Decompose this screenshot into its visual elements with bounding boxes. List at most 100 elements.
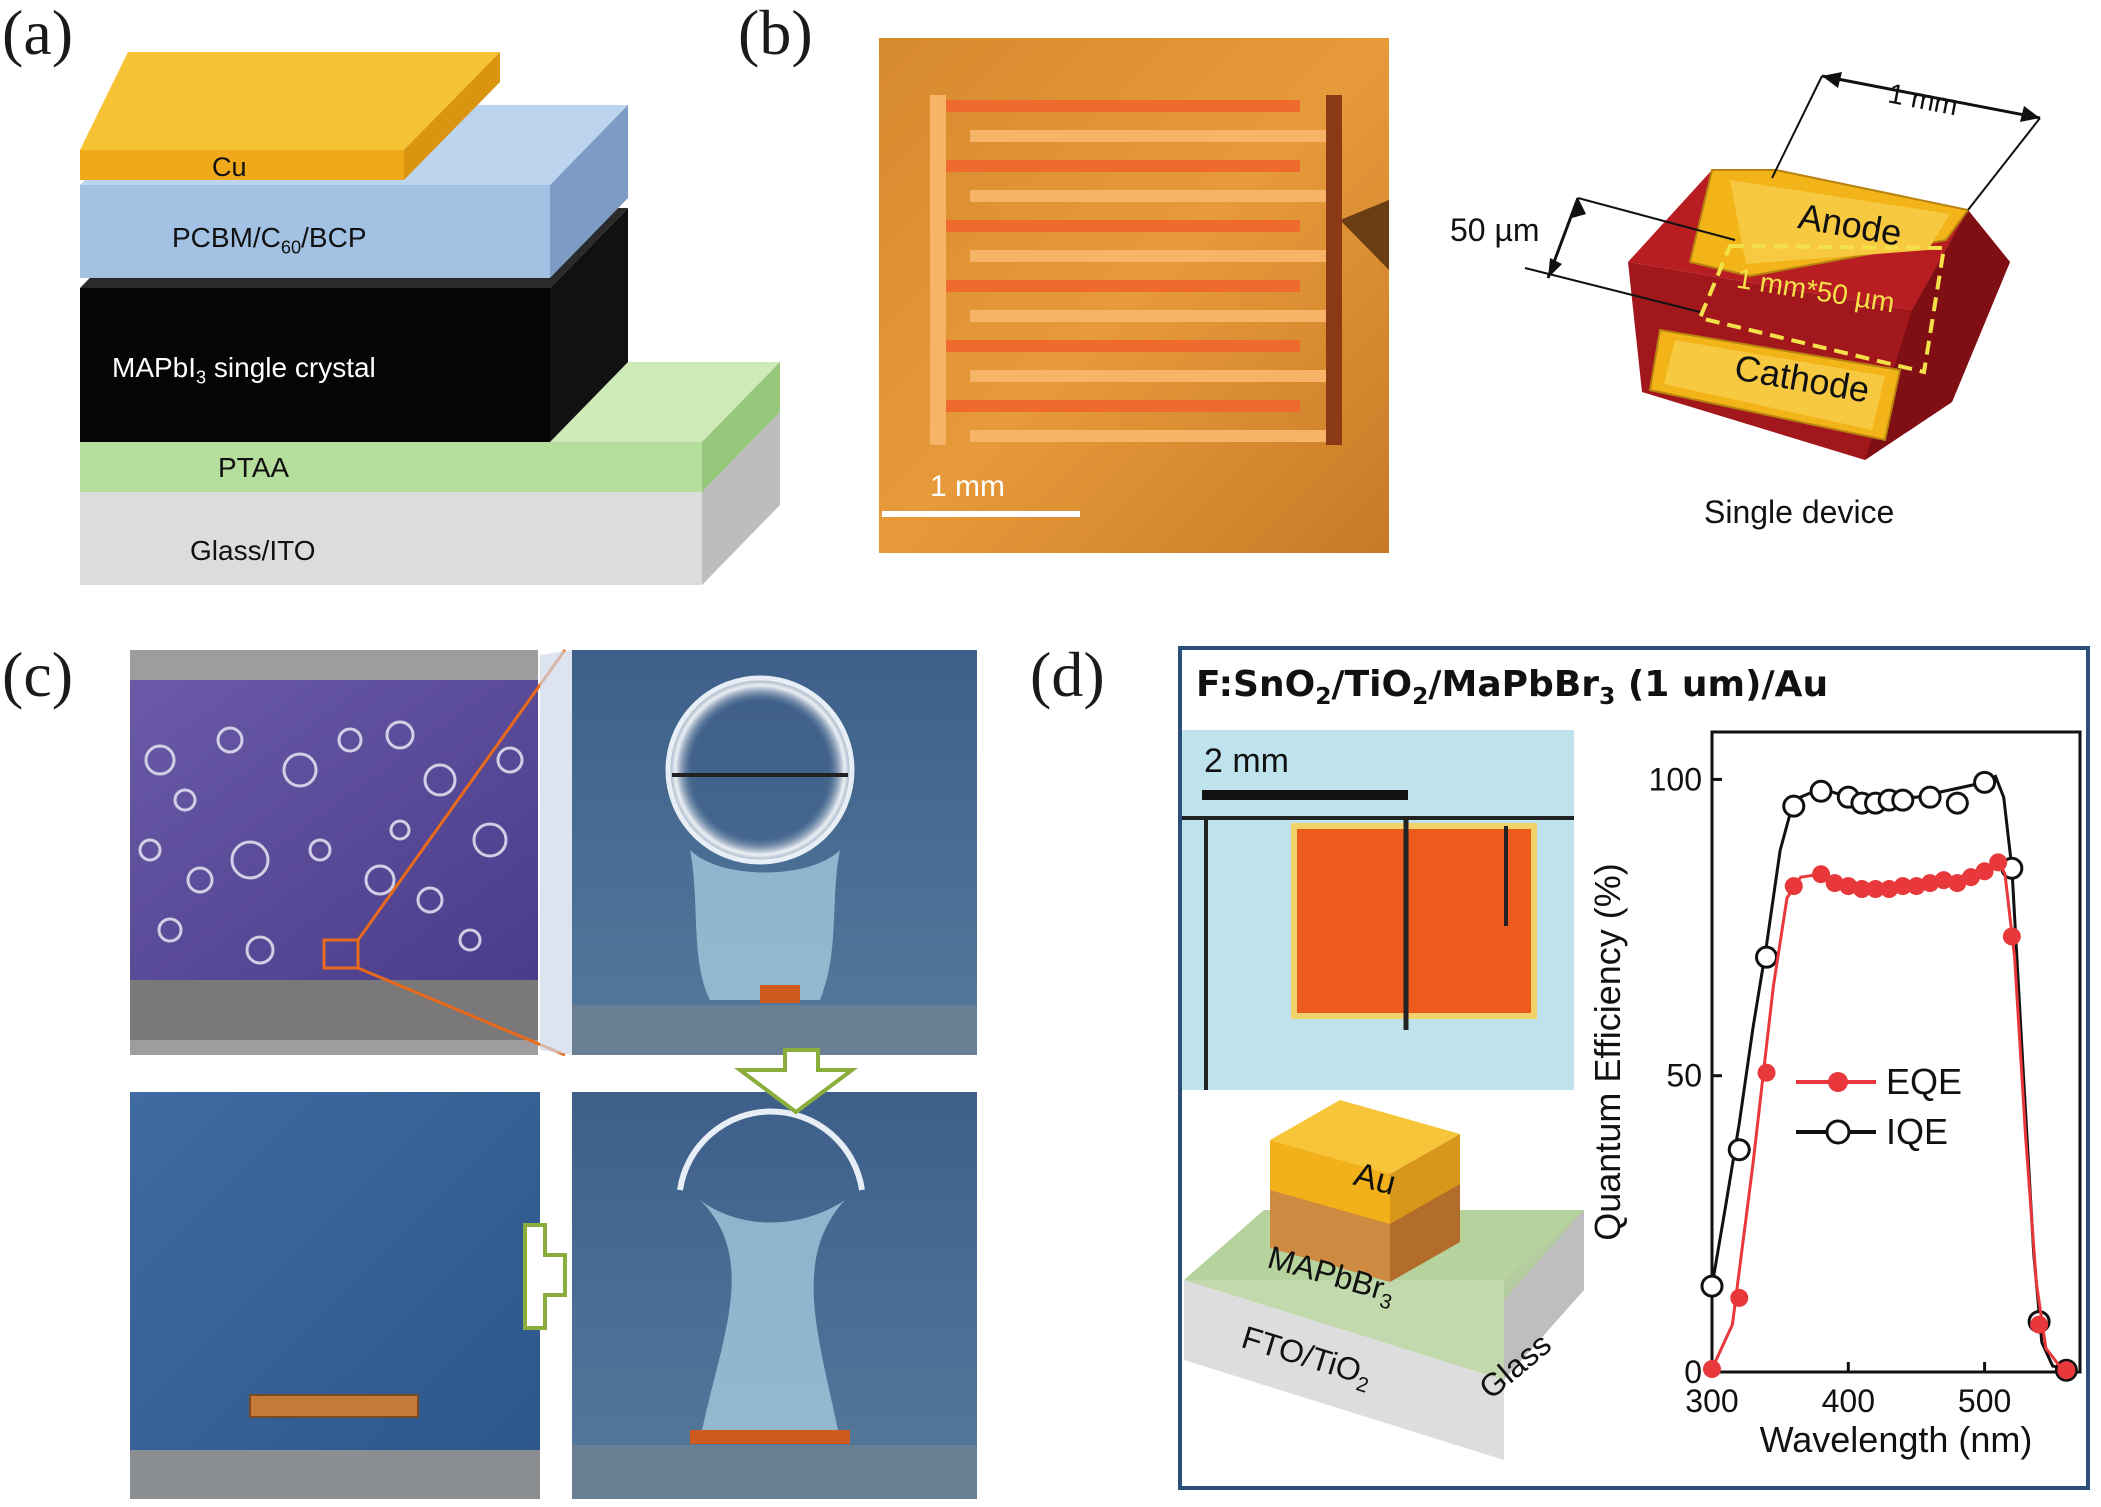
legend-marker-eqe bbox=[1828, 1072, 1848, 1092]
small-bubble bbox=[245, 935, 275, 965]
electrode-finger bbox=[970, 430, 1340, 442]
zoom-line-top bbox=[356, 649, 567, 941]
y-tick-label: 100 bbox=[1649, 761, 1702, 797]
small-bubble bbox=[385, 720, 415, 750]
glass-ito-label: Glass/ITO bbox=[190, 535, 316, 566]
cu-side bbox=[404, 52, 500, 180]
point-eqe bbox=[1757, 1063, 1776, 1082]
legend-label-iqe: IQE bbox=[1886, 1111, 1948, 1152]
electrode-finger bbox=[970, 310, 1340, 322]
cu-front bbox=[80, 150, 404, 180]
small-bubble bbox=[337, 727, 363, 753]
thickness-arrowhead-top bbox=[1572, 198, 1586, 218]
point-eqe bbox=[1825, 874, 1844, 893]
small-bubble bbox=[282, 752, 318, 788]
zoom-line-bottom bbox=[357, 966, 566, 1057]
au-side bbox=[1390, 1134, 1460, 1224]
point-iqe bbox=[1945, 791, 1969, 815]
anode-face bbox=[1730, 180, 1950, 264]
large-bubble-2 bbox=[677, 1108, 865, 1191]
panel-b-letter: (b) bbox=[738, 0, 813, 68]
point-eqe bbox=[1907, 877, 1926, 896]
panel-c-letter: (c) bbox=[2, 639, 74, 710]
legend-marker-iqe bbox=[1825, 1119, 1851, 1145]
small-bubbles bbox=[138, 720, 524, 965]
interdigitated-electrodes bbox=[930, 95, 1342, 445]
electrode-finger bbox=[930, 400, 1300, 412]
small-bubble bbox=[496, 746, 524, 774]
electrode-finger bbox=[930, 280, 1300, 292]
crystal-plate-2 bbox=[690, 1430, 850, 1444]
point-eqe bbox=[2002, 927, 2021, 946]
ptaa-front bbox=[80, 442, 702, 492]
point-eqe bbox=[1975, 862, 1994, 881]
crystal-front bbox=[80, 288, 550, 442]
small-bubble bbox=[173, 788, 197, 812]
y-axis-label: Quantum Efficiency (%) bbox=[1587, 863, 1628, 1240]
glass-side bbox=[1504, 1210, 1584, 1380]
point-iqe bbox=[1918, 785, 1942, 809]
point-iqe bbox=[1700, 1274, 1724, 1298]
mapbbr3-front bbox=[1270, 1188, 1390, 1282]
zoom-box bbox=[322, 938, 360, 970]
x-axis-label: Wavelength (nm) bbox=[1760, 1419, 2033, 1460]
final-crystal-image bbox=[130, 1092, 540, 1499]
point-eqe bbox=[1921, 874, 1940, 893]
thickness-dimension-label: 50 µm bbox=[1450, 212, 1540, 248]
floor-1 bbox=[572, 1005, 977, 1055]
large-bubble-1 bbox=[665, 675, 855, 865]
micrograph-scale-label: 1 mm bbox=[930, 470, 1005, 503]
fto-tio2-layer bbox=[1184, 1210, 1584, 1380]
pcbm-side bbox=[550, 105, 628, 278]
electrode-finger bbox=[970, 370, 1340, 382]
micrograph-image bbox=[879, 38, 1389, 553]
small-bubble bbox=[144, 744, 176, 776]
crystal-side bbox=[550, 208, 628, 442]
gap-outline bbox=[1697, 243, 1947, 375]
electrode-finger bbox=[970, 190, 1340, 202]
x-tick-label: 400 bbox=[1822, 1383, 1875, 1419]
pcbm-front bbox=[80, 185, 550, 278]
water-splash-2 bbox=[700, 1200, 845, 1440]
au-front bbox=[1270, 1140, 1390, 1224]
small-bubble bbox=[389, 819, 411, 841]
small-bubble bbox=[138, 838, 162, 862]
thickness-ext-top bbox=[1577, 197, 1736, 241]
point-eqe bbox=[1866, 880, 1885, 899]
glass-ito-side bbox=[702, 412, 780, 585]
glass-ito-front bbox=[80, 492, 702, 585]
x-tick-label: 500 bbox=[1958, 1383, 2011, 1419]
point-eqe bbox=[1703, 1360, 1721, 1379]
width-dim-arrow bbox=[1821, 74, 2041, 120]
point-iqe bbox=[1973, 770, 1997, 794]
crystal-label: MAPbI3 single crystal bbox=[112, 352, 376, 388]
point-eqe bbox=[1812, 865, 1831, 884]
crystal-seed-1 bbox=[760, 985, 800, 1003]
layer-stack-diagram bbox=[80, 52, 780, 585]
point-eqe bbox=[1948, 874, 1967, 893]
panel-a-letter: (a) bbox=[2, 0, 74, 68]
device-crystal-right-face bbox=[1865, 210, 2010, 460]
small-bubble bbox=[157, 917, 183, 943]
point-eqe bbox=[1961, 868, 1980, 887]
cu-label: Cu bbox=[212, 152, 247, 182]
point-eqe bbox=[1893, 877, 1912, 896]
point-iqe bbox=[1809, 779, 1833, 803]
panel-d-letter: (d) bbox=[1030, 639, 1105, 710]
point-eqe bbox=[1880, 880, 1899, 899]
electrode-finger bbox=[970, 250, 1340, 262]
panel-d-title: F:SnO2/TiO2/MaPbBr3 (1 um)/Au bbox=[1196, 664, 1829, 711]
down-arrow bbox=[734, 1048, 858, 1115]
mapbbr3-side bbox=[1390, 1182, 1460, 1282]
final-floor bbox=[130, 1450, 540, 1499]
electrode-finger bbox=[930, 220, 1300, 232]
small-bubble bbox=[230, 840, 270, 880]
substrate-strip bbox=[130, 980, 538, 1040]
electrode-finger bbox=[930, 160, 1300, 172]
small-bubble bbox=[364, 864, 396, 896]
glass-front bbox=[1184, 1280, 1504, 1460]
thickness-arrowhead-bottom bbox=[1548, 258, 1562, 278]
width-arrowhead-right bbox=[2020, 106, 2040, 122]
